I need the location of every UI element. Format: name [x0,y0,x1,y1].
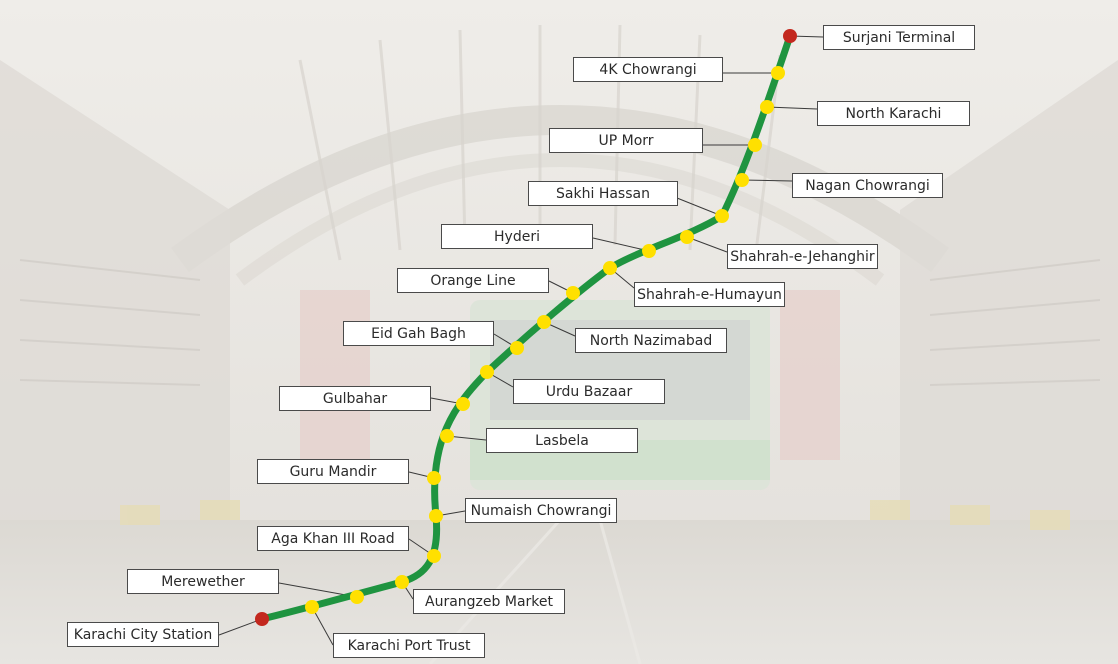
station-label-nagan: Nagan Chowrangi [792,173,943,198]
station-label-jehanghir: Shahrah-e-Jehanghir [727,244,878,269]
station-label-north-nazimabad: North Nazimabad [575,328,727,353]
station-marker-lasbela [440,429,454,443]
station-marker-eid-gah [510,341,524,355]
station-markers [255,29,797,626]
station-marker-gulbahar [456,397,470,411]
station-label-urdu-bazaar: Urdu Bazaar [513,379,665,404]
station-marker-humayun [603,261,617,275]
station-label-numaish: Numaish Chowrangi [465,498,617,523]
leader-line-nagan [741,179,793,182]
station-label-port-trust: Karachi Port Trust [333,633,485,658]
leader-line-city-station [218,618,263,636]
leader-line-north-karachi [766,106,818,110]
station-label-hyderi: Hyderi [441,224,593,249]
station-label-aga-khan: Aga Khan III Road [257,526,409,551]
station-label-city-station: Karachi City Station [67,622,219,647]
station-marker-nagan [735,173,749,187]
terminal-marker-surjani [783,29,797,43]
station-label-gulbahar: Gulbahar [279,386,431,411]
station-marker-aurangzeb [395,575,409,589]
station-marker-north-nazimabad [537,315,551,329]
station-label-up-morr: UP Morr [549,128,703,153]
station-marker-sakhi-hassan [715,209,729,223]
station-marker-4k [771,66,785,80]
station-marker-urdu-bazaar [480,365,494,379]
station-label-humayun: Shahrah-e-Humayun [634,282,785,307]
station-label-guru-mandir: Guru Mandir [257,459,409,484]
station-label-surjani: Surjani Terminal [823,25,975,50]
station-marker-jehanghir [680,230,694,244]
station-marker-guru-mandir [427,471,441,485]
station-label-orange-line: Orange Line [397,268,549,293]
leader-line-port-trust [311,606,334,646]
station-marker-merewether [350,590,364,604]
station-marker-north-karachi [760,100,774,114]
station-marker-port-trust [305,600,319,614]
station-label-eid-gah: Eid Gah Bagh [343,321,494,346]
station-label-sakhi-hassan: Sakhi Hassan [528,181,678,206]
leader-line-jehanghir [686,236,728,253]
station-label-4k: 4K Chowrangi [573,57,723,82]
station-label-merewether: Merewether [127,569,279,594]
station-label-aurangzeb: Aurangzeb Market [413,589,565,614]
station-marker-up-morr [748,138,762,152]
station-marker-numaish [429,509,443,523]
station-marker-orange-line [566,286,580,300]
station-label-north-karachi: North Karachi [817,101,970,126]
station-marker-aga-khan [427,549,441,563]
leader-line-hyderi [592,237,650,252]
terminal-marker-city-station [255,612,269,626]
station-marker-hyderi [642,244,656,258]
station-label-lasbela: Lasbela [486,428,638,453]
leader-line-sakhi-hassan [676,197,723,217]
